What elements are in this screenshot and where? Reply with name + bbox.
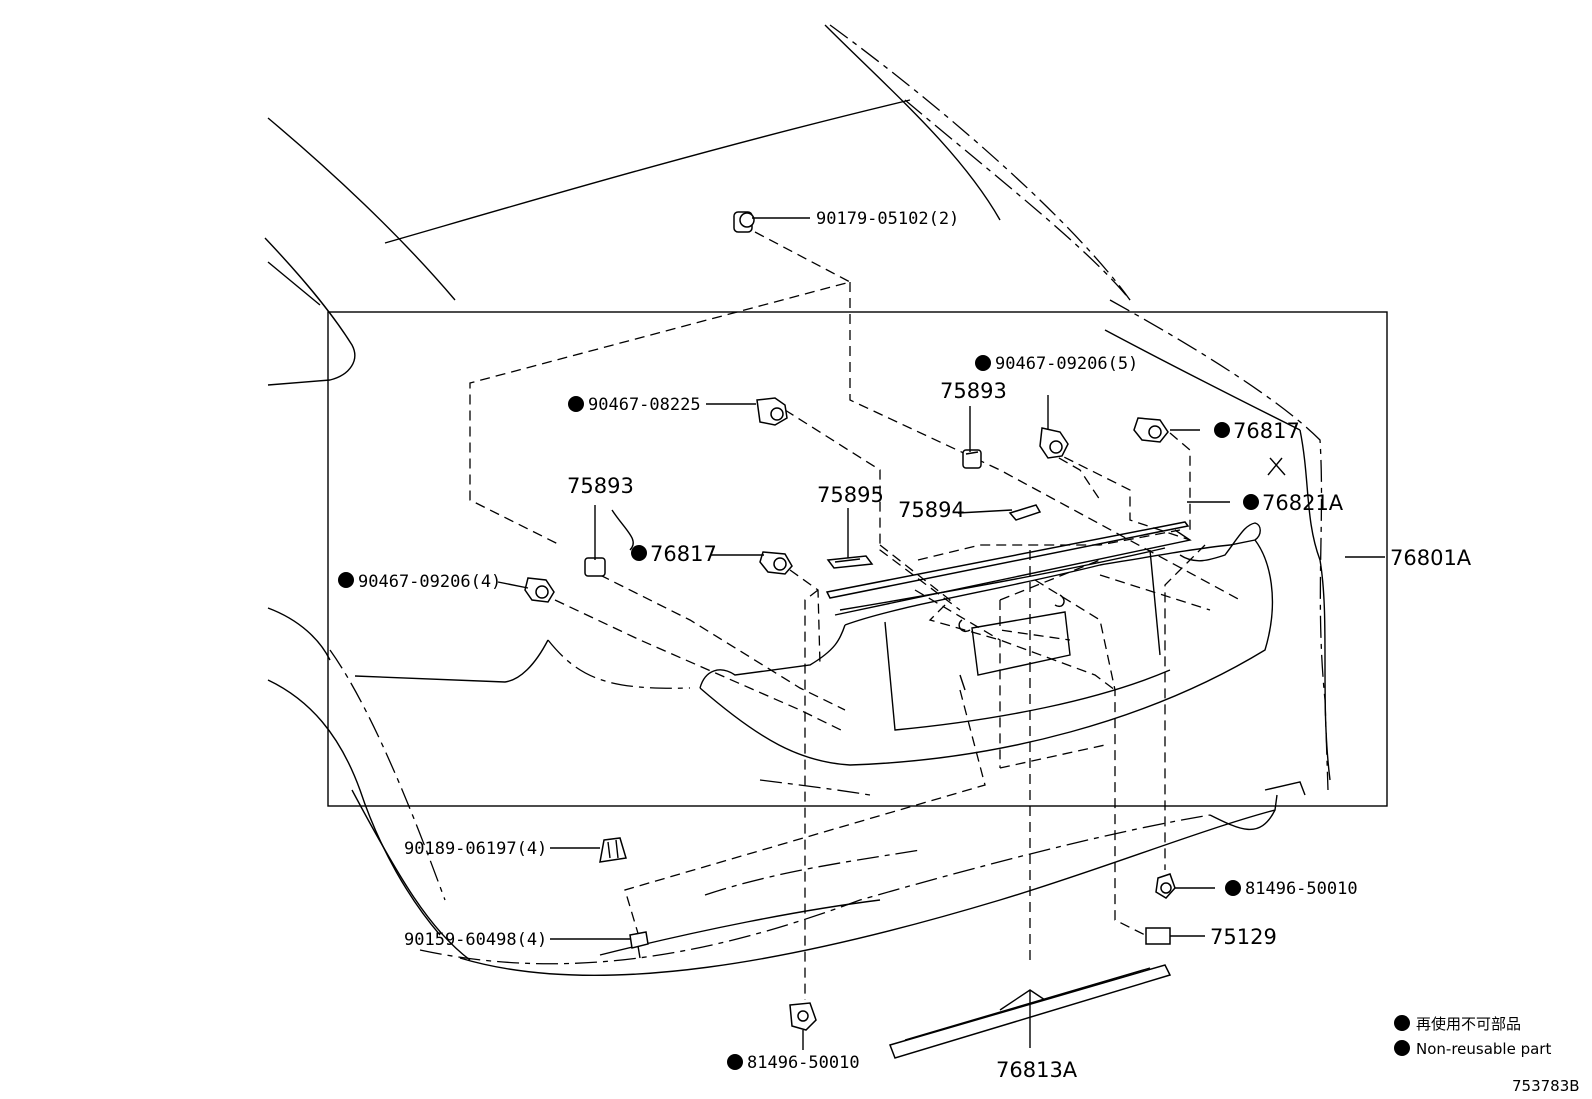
rear-bumper-cover <box>699 522 1274 796</box>
non-reusable-marker <box>975 355 991 371</box>
assembly-frame <box>327 311 1388 807</box>
label-81496-50010-right: 81496-50010 <box>1245 879 1358 899</box>
label-90179-05102: 90179-05102(2) <box>816 209 959 229</box>
bracket-75894-icon <box>1008 504 1042 521</box>
callout-labels: 90179-05102(2) 90467-09206(5) 75893 9046… <box>358 209 1472 1082</box>
clip-90467-09206-4-icon <box>524 577 555 603</box>
label-90467-08225: 90467-08225 <box>588 395 701 415</box>
clip-81496-right-icon <box>1155 873 1176 899</box>
non-reusable-marker <box>727 1054 743 1070</box>
non-reusable-marker <box>631 545 647 561</box>
label-90467-09206-4: 90467-09206(4) <box>358 572 501 592</box>
label-76821A: 76821A <box>1262 491 1344 515</box>
bracket-75895-icon <box>826 555 874 569</box>
non-reusable-marker <box>568 396 584 412</box>
label-90159-60498: 90159-60498(4) <box>404 930 547 950</box>
legend-en-text: Non-reusable part <box>1416 1040 1551 1058</box>
non-reusable-marker <box>338 572 354 588</box>
pad-75129-icon <box>1145 927 1171 945</box>
legend: 再使用不可部品 Non-reusable part <box>1416 1015 1551 1058</box>
clip-81496-bottom-icon <box>789 1002 817 1031</box>
diagram-code: 753783B <box>1512 1077 1580 1095</box>
screw-90159-icon <box>629 931 649 959</box>
pad-75893-top-icon <box>962 449 982 469</box>
label-75893-left: 75893 <box>567 474 634 498</box>
pad-75893-left-icon <box>584 557 606 577</box>
assembly-guide-lines <box>469 231 1241 1000</box>
label-75894: 75894 <box>898 498 965 522</box>
legend-jp-text: 再使用不可部品 <box>1416 1015 1521 1033</box>
vehicle-body-outline <box>264 24 1331 977</box>
legend-marker-jp <box>1394 1015 1410 1031</box>
label-75893-top: 75893 <box>940 379 1007 403</box>
label-76817-left: 76817 <box>650 542 717 566</box>
clip-90467-09206-5-icon <box>1039 427 1069 459</box>
leader-lines <box>497 217 1385 1050</box>
garnish-strip-76821A <box>825 521 1192 616</box>
non-reusable-marker <box>1243 494 1259 510</box>
label-81496-50010-bottom: 81496-50010 <box>747 1053 860 1073</box>
label-75895: 75895 <box>817 483 884 507</box>
non-reusable-marker <box>1214 422 1230 438</box>
label-75129: 75129 <box>1210 925 1277 949</box>
clip-90467-08225-icon <box>756 397 788 426</box>
label-90467-09206-5: 90467-09206(5) <box>995 354 1138 374</box>
label-76817-right: 76817 <box>1233 419 1300 443</box>
clip-90189-icon <box>599 837 627 863</box>
clip-76817-left-icon <box>759 551 793 575</box>
legend-marker-en <box>1394 1040 1410 1056</box>
small-parts <box>524 211 1286 1031</box>
non-reusable-markers <box>338 355 1410 1070</box>
label-76813A: 76813A <box>996 1058 1078 1082</box>
label-76801A: 76801A <box>1390 546 1472 570</box>
non-reusable-marker <box>1225 880 1241 896</box>
clip-76817-right-icon <box>1133 417 1286 476</box>
label-90189-06197: 90189-06197(4) <box>404 839 547 859</box>
nut-90179-icon <box>733 211 755 233</box>
